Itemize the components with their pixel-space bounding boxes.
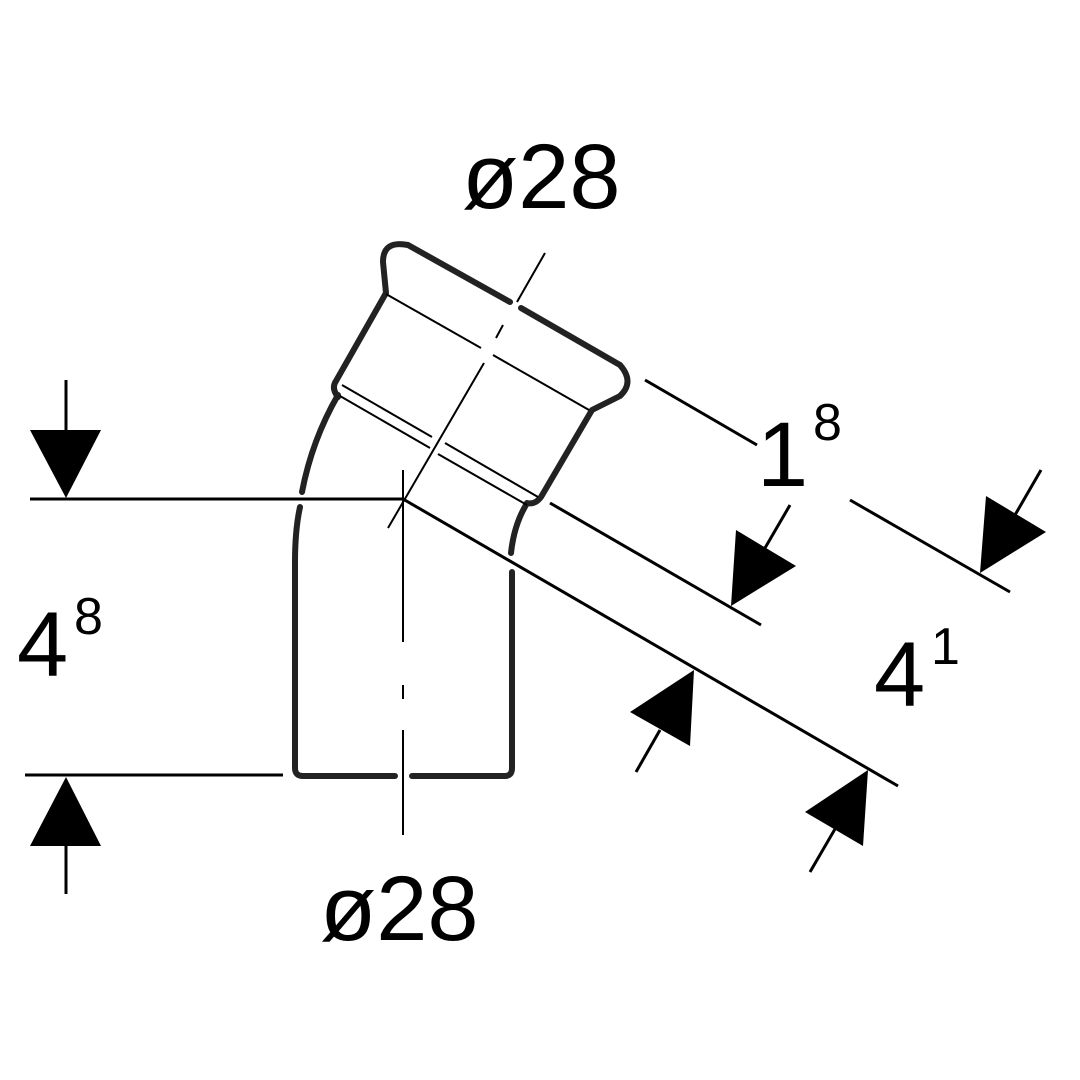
- arrow-down-icon: [30, 430, 101, 498]
- arrow-leader: [808, 828, 837, 873]
- arrow-icon: [805, 770, 868, 846]
- socket-edge-line: [437, 453, 528, 506]
- socket-outline-upper: [330, 241, 513, 400]
- arrow-leader: [1013, 469, 1043, 516]
- arrow-icon: [731, 530, 796, 606]
- socket-inner-line: [385, 293, 482, 349]
- socket-depth-extension-line: [549, 501, 762, 627]
- socket-inner-line: [492, 354, 590, 411]
- arrow-icon: [630, 670, 694, 746]
- centerline-angled: [516, 252, 546, 303]
- pipe-left-wall: [292, 504, 398, 779]
- vertical-leg-sup: 8: [74, 588, 103, 646]
- vertical-leg-main: 4: [17, 594, 68, 696]
- arrow-leader: [634, 729, 662, 773]
- socket-edge-line: [444, 442, 539, 498]
- centerline-angled: [495, 324, 504, 339]
- arrow-leader: [763, 504, 792, 549]
- socket-top-extension-line: [644, 378, 758, 447]
- socket-depth-sup: 8: [813, 394, 842, 452]
- top-diameter-label: ø28: [462, 126, 621, 228]
- outer-bend-wall: [299, 392, 341, 495]
- inner-bend-wall: [508, 502, 529, 556]
- socket-depth-main: 1: [757, 404, 808, 506]
- arrow-icon: [980, 496, 1046, 573]
- arrow-up-icon: [30, 777, 101, 846]
- socket-edge-line: [339, 395, 431, 449]
- angled-leg-extension-line: [402, 497, 899, 788]
- socket-outline-lower: [518, 305, 631, 507]
- bottom-diameter-label: ø28: [320, 858, 479, 960]
- pipe-right-wall: [409, 569, 515, 779]
- angled-leg-sup: 1: [931, 618, 960, 676]
- angled-leg-main: 4: [874, 624, 925, 726]
- socket-end-extension-line: [849, 498, 1011, 594]
- socket-edge-line: [341, 384, 433, 438]
